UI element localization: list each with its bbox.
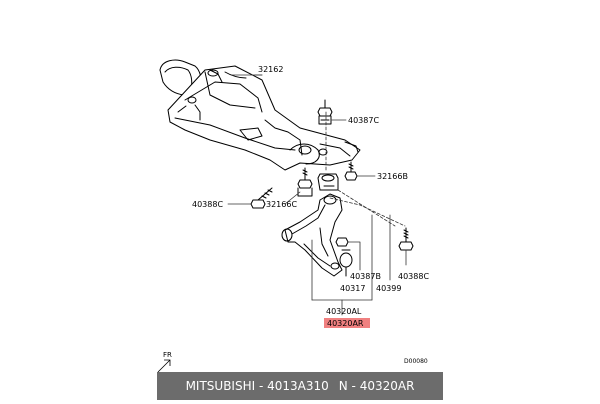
lower-arm-drawing: [281, 193, 343, 277]
crossmember-drawing: [159, 59, 361, 171]
front-indicator-label: FR: [163, 351, 172, 359]
diagram-code: D00080: [404, 358, 428, 365]
arm-bushing-drawing: [317, 173, 339, 191]
label-bolt-left: 40388C: [192, 200, 223, 209]
footer-brand-part: MITSUBISHI - 4013A310: [185, 379, 329, 393]
highlight-box: [324, 318, 370, 328]
front-indicator: FR: [157, 351, 172, 373]
bolt-right-drawing: [344, 161, 358, 181]
label-crossmember: 32162: [258, 65, 283, 74]
label-bolt-far-right: 40388C: [398, 272, 429, 281]
label-assembly-right: 40320AR: [327, 319, 364, 328]
bolt-left-small-drawing: [297, 167, 313, 197]
nut-upper-drawing: [317, 99, 333, 125]
label-bolt-right: 32166B: [377, 172, 408, 181]
ball-joint-drawing: [335, 237, 353, 277]
label-arm-nut: 40387B: [350, 272, 381, 281]
footer-oem-part: N - 40320AR: [338, 379, 415, 393]
label-bolt-left-small: 32166C: [266, 200, 297, 209]
label-bushing: 40399: [376, 284, 401, 293]
label-nut-upper: 40387C: [348, 116, 379, 125]
bolt-left-drawing: [250, 187, 273, 209]
footer-bar: MITSUBISHI - 4013A310 N - 40320AR: [157, 372, 443, 400]
leader-lines: [227, 74, 407, 316]
bolt-far-right-drawing: [398, 227, 414, 251]
label-lower-arm: 40317: [340, 284, 365, 293]
label-assembly-left: 40320AL: [326, 307, 362, 316]
front-arrow-icon: [157, 359, 171, 373]
